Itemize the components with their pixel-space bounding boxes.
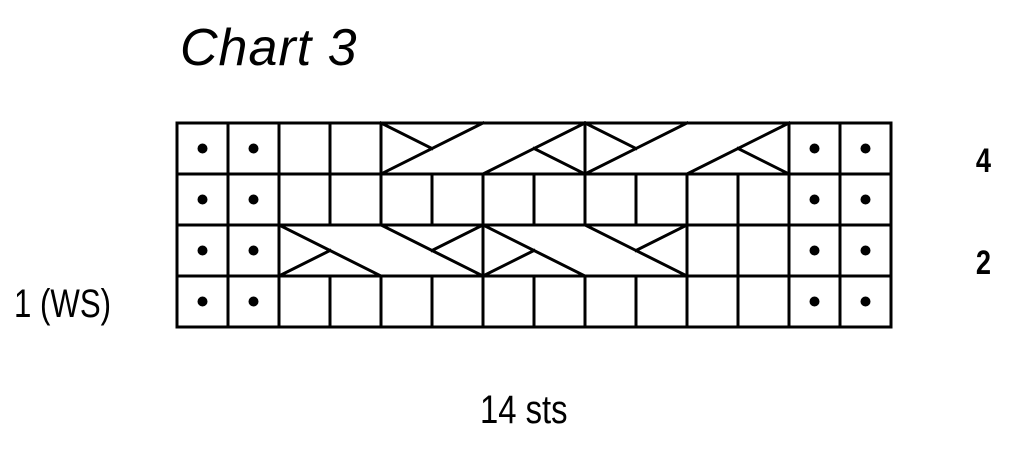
knit-cell (685, 223, 740, 278)
purl-dot-icon (197, 245, 208, 256)
knit-cell (277, 274, 332, 329)
purl-dot-icon (809, 245, 820, 256)
knit-cell (583, 274, 638, 329)
cable-cell (277, 223, 485, 278)
cable-cell (583, 121, 791, 176)
knit-cell (430, 172, 485, 227)
cable-cell (379, 121, 587, 176)
knit-cell (583, 172, 638, 227)
knit-cell (532, 172, 587, 227)
purl-dot-icon (809, 194, 820, 205)
knit-cell (685, 274, 740, 329)
purl-dot-icon (197, 194, 208, 205)
purl-dot-icon (809, 143, 820, 154)
knit-cell (328, 274, 383, 329)
cable-line (429, 222, 486, 253)
cable-line (582, 120, 639, 151)
knit-cell (481, 172, 536, 227)
stitch-count: 14 sts (480, 388, 568, 432)
knit-cell (736, 223, 791, 278)
knit-cell (685, 172, 740, 227)
purl-dot-icon (809, 296, 820, 307)
cable-line (531, 146, 588, 177)
cable-line (276, 248, 333, 279)
knit-cell (379, 172, 434, 227)
purl-dot-icon (860, 143, 871, 154)
purl-cell (838, 274, 893, 329)
knit-cell (277, 172, 332, 227)
cable-line (633, 222, 690, 253)
row-label-1-ws: 1 (WS) (14, 282, 112, 326)
knit-cell (634, 274, 689, 329)
cable-line (378, 120, 435, 151)
purl-dot-icon (860, 194, 871, 205)
knit-cell (736, 274, 791, 329)
knit-cell (430, 274, 485, 329)
knit-cell (328, 172, 383, 227)
purl-dot-icon (860, 296, 871, 307)
cable-line (480, 248, 537, 279)
purl-dot-icon (248, 143, 259, 154)
cable-line (582, 120, 690, 177)
knit-cell (277, 121, 332, 176)
knit-cell (736, 172, 791, 227)
knit-cell (328, 121, 383, 176)
knit-cell (532, 274, 587, 329)
knit-cell (481, 274, 536, 329)
row-label-2: 2 (975, 244, 992, 282)
purl-dot-icon (860, 245, 871, 256)
purl-dot-icon (197, 143, 208, 154)
cable-cell (481, 223, 689, 278)
cable-line (735, 146, 792, 177)
cable-line (378, 120, 486, 177)
knit-cell (634, 172, 689, 227)
purl-dot-icon (197, 296, 208, 307)
knit-cell (379, 274, 434, 329)
purl-dot-icon (248, 194, 259, 205)
purl-dot-icon (248, 245, 259, 256)
row-label-4: 4 (975, 142, 992, 180)
purl-dot-icon (248, 296, 259, 307)
chart-title: Chart 3 (180, 19, 358, 77)
